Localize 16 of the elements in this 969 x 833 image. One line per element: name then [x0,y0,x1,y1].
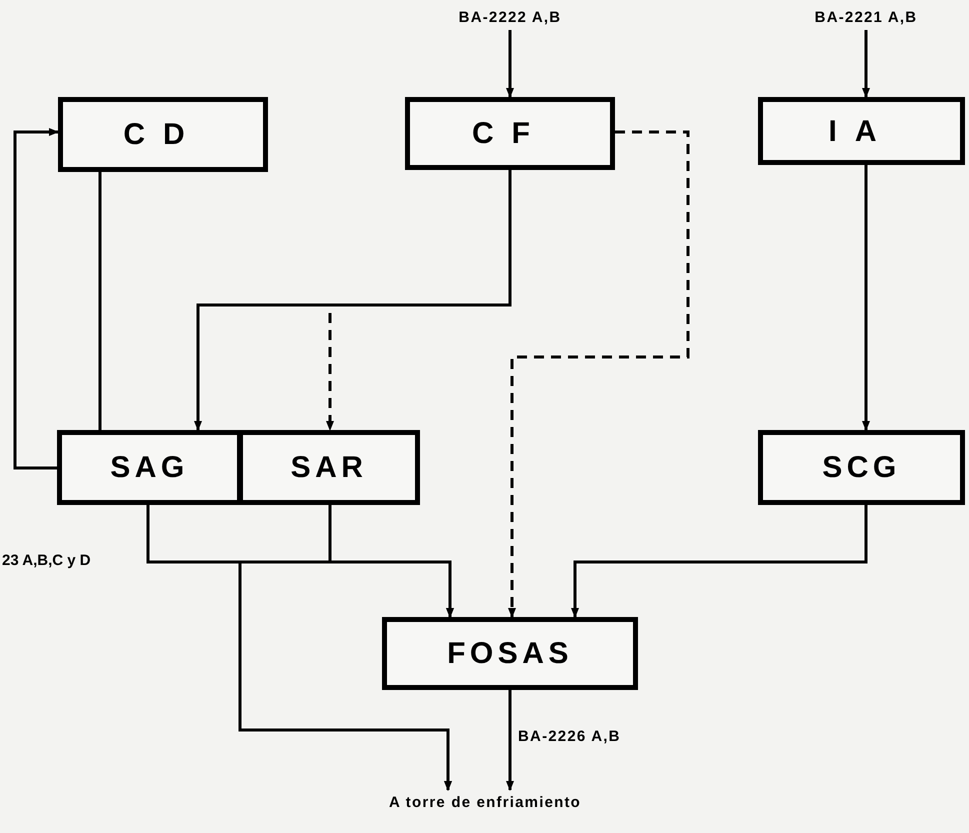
process-box: CD [58,97,268,172]
flow-label: BA-2221 A,B [786,6,946,30]
arrow [862,30,870,98]
dashed-arrow [326,170,512,431]
process-box: FOSAS [382,617,638,690]
flow-label: A torre de enfriamiento [360,790,610,816]
process-box: SCG [758,430,965,505]
process-box: IA [758,97,965,165]
process-box: CF [405,97,615,170]
arrow [506,690,514,791]
dashed-arrow [508,130,690,618]
arrow [506,30,514,98]
arrow [571,505,868,618]
arrow [862,165,870,431]
flow-label: BA-2222 A,B [430,6,590,30]
arrow [14,128,59,470]
